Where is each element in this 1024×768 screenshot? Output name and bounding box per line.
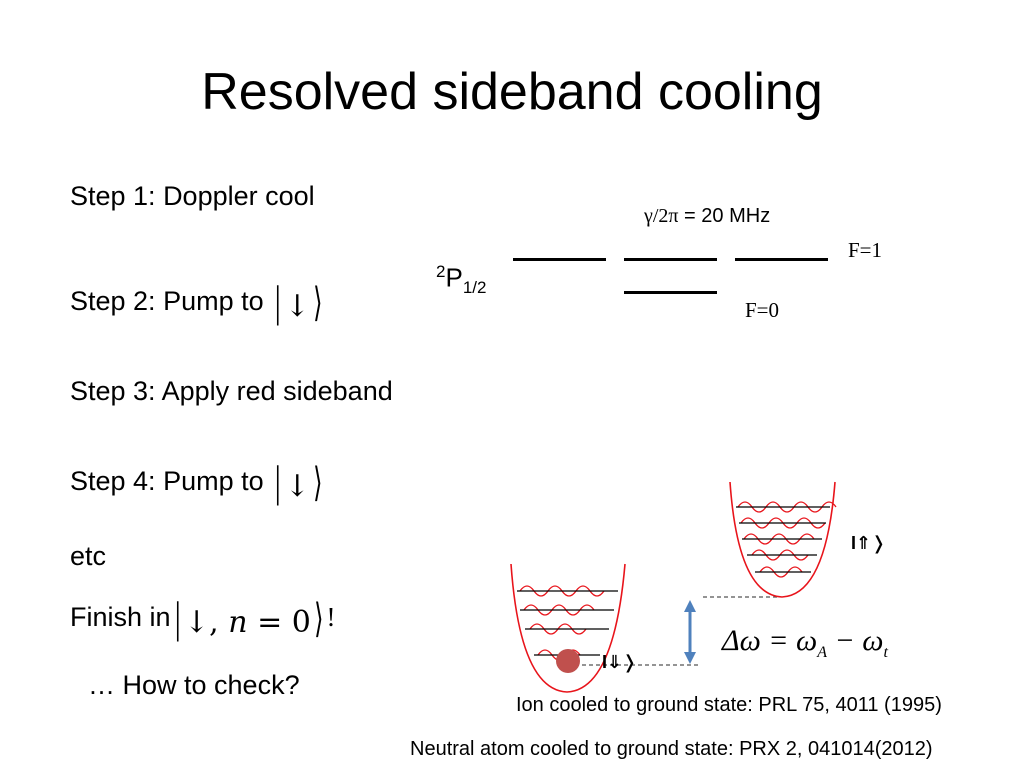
- term-subscript: 1/2: [462, 277, 487, 297]
- ion-circle: [556, 649, 580, 673]
- ground-state-ket: |↓, n = 0⟩: [173, 596, 324, 642]
- equation-lhs: Δω = ω: [722, 624, 818, 657]
- level-f1-a: [513, 258, 606, 261]
- check-question: … How to check?: [88, 670, 300, 700]
- spin-down-symbol: ↓: [284, 289, 310, 324]
- ion-reference: Ion cooled to ground state: PRL 75, 4011…: [516, 694, 942, 716]
- step-2-row: Step 2: Pump to |↓⟩: [70, 280, 325, 326]
- step-2-text: Step 2: Pump to: [70, 286, 264, 317]
- linewidth-symbol: γ/2π: [644, 205, 679, 227]
- finish-text: Finish in: [70, 602, 171, 633]
- ground-state-label: I⇓❭: [602, 652, 638, 672]
- etc-text: etc: [70, 541, 107, 571]
- neutral-atom-reference: Neutral atom cooled to ground state: PRX…: [410, 738, 933, 760]
- f1-label: F=1: [848, 238, 883, 262]
- level-f0: [624, 291, 717, 294]
- level-f1-b: [624, 258, 717, 261]
- ground-state-n: n: [228, 605, 248, 640]
- linewidth-label: γ/2π = 20 MHz: [644, 205, 770, 228]
- ground-state-zero: = 0: [247, 605, 311, 640]
- step-4-text: Step 4: Pump to: [70, 466, 264, 497]
- detuning-equation: Δω = ωA − ωt: [722, 624, 888, 662]
- step-3-text: Step 3: Apply red sideband: [70, 376, 393, 406]
- slide-title: Resolved sideband cooling: [201, 63, 823, 121]
- ground-state-down: ↓,: [184, 605, 229, 640]
- equation-sub-a: A: [817, 644, 827, 661]
- finish-exclamation: !: [326, 602, 336, 633]
- level-f1-c: [735, 258, 828, 261]
- ground-well-levels: [517, 590, 618, 656]
- step-4-row: Step 4: Pump to |↓⟩: [70, 460, 325, 506]
- excited-well-levels: [736, 506, 830, 573]
- equation-minus-omega: − ω: [827, 624, 884, 657]
- spin-down-ket-2: |↓⟩: [274, 460, 323, 506]
- linewidth-value: = 20 MHz: [678, 205, 771, 227]
- term-letter: P: [445, 262, 463, 293]
- term-symbol: 2P1/2: [436, 262, 486, 298]
- excited-state-label: I⇑❭: [851, 533, 887, 553]
- equation-sub-t: t: [883, 644, 888, 661]
- finish-row: Finish in|↓, n = 0⟩!: [70, 596, 335, 642]
- step-1-text: Step 1: Doppler cool: [70, 181, 315, 211]
- f0-label: F=0: [745, 298, 780, 322]
- term-superscript: 2: [436, 262, 446, 281]
- spin-down-symbol-2: ↓: [284, 469, 310, 504]
- spin-down-ket: |↓⟩: [274, 280, 323, 326]
